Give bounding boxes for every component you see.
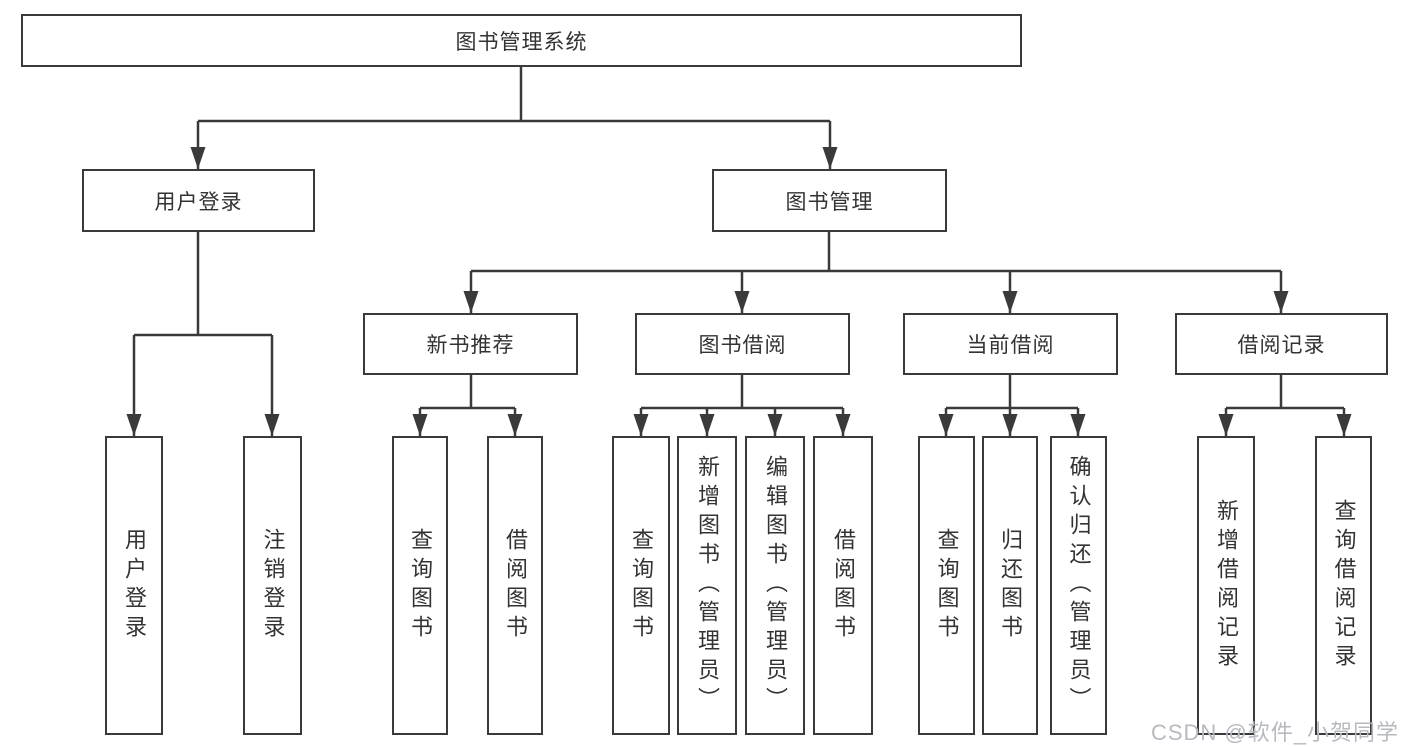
leaf-add-books-admin: 新增图书（管理员） xyxy=(677,436,737,735)
leaf-return-books: 归还图书 xyxy=(982,436,1038,735)
leaf-add-borrow-record: 新增借阅记录 xyxy=(1197,436,1255,735)
leaf-user-login: 用户登录 xyxy=(105,436,163,735)
leaf-query-books-recommend: 查询图书 xyxy=(392,436,448,735)
node-new-book-recommend: 新书推荐 xyxy=(363,313,578,375)
node-current-borrow: 当前借阅 xyxy=(903,313,1118,375)
leaf-query-borrow-record: 查询借阅记录 xyxy=(1315,436,1372,735)
leaf-confirm-return-admin: 确认归还（管理员） xyxy=(1050,436,1107,735)
leaf-query-books-current: 查询图书 xyxy=(918,436,975,735)
node-book-borrow: 图书借阅 xyxy=(635,313,850,375)
leaf-logout: 注销登录 xyxy=(243,436,302,735)
node-book-management: 图书管理 xyxy=(712,169,947,232)
leaf-borrow-books: 借阅图书 xyxy=(813,436,873,735)
connector-arrows xyxy=(126,121,1352,436)
node-user-login: 用户登录 xyxy=(82,169,315,232)
leaf-edit-books-admin: 编辑图书（管理员） xyxy=(745,436,805,735)
node-root: 图书管理系统 xyxy=(21,14,1022,67)
leaf-borrow-books-recommend: 借阅图书 xyxy=(487,436,543,735)
node-borrow-records: 借阅记录 xyxy=(1175,313,1388,375)
watermark: CSDN @软件_小贺同学 xyxy=(1150,720,1399,745)
connector-trunks xyxy=(134,67,1344,410)
leaf-query-books-borrow: 查询图书 xyxy=(612,436,670,735)
